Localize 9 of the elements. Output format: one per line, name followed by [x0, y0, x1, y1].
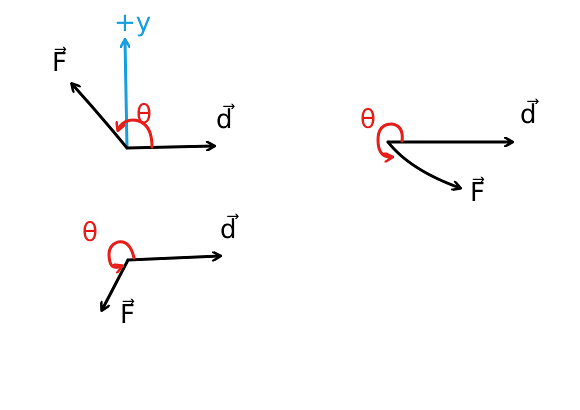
vector-label: F⃗ [470, 178, 485, 208]
vector-label: F⃗ [52, 48, 67, 78]
vector-label: d⃗ [216, 105, 233, 135]
vector-label: d⃗ [220, 215, 237, 245]
vector-label: d⃗ [520, 100, 537, 130]
vector-label: F⃗ [120, 300, 135, 330]
axis-label: +y [114, 8, 152, 38]
angle-label: θ [360, 105, 376, 135]
angle-label: θ [82, 218, 98, 248]
